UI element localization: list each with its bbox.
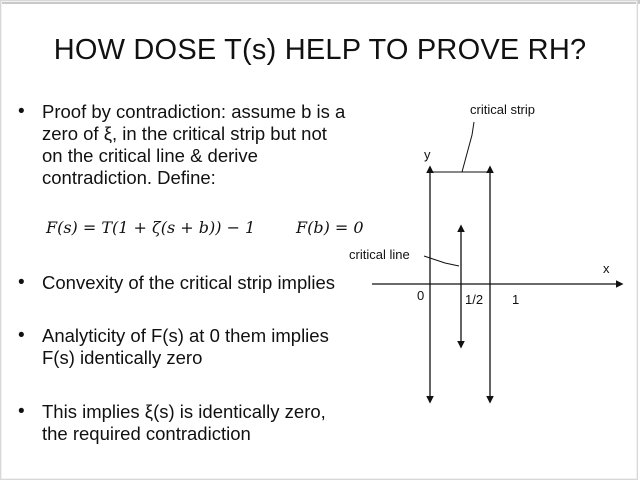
bullet-marker: • xyxy=(18,401,25,422)
bullet-marker: • xyxy=(18,272,25,293)
bullet-4-line-2: the required contradiction xyxy=(42,423,251,444)
formula-definition: F(s) = T(1 + ζ(s + b)) − 1 xyxy=(46,218,256,237)
top-border xyxy=(0,0,640,4)
bullet-1-line-3: on the critical line & derive xyxy=(42,145,258,166)
y-axis-label: y xyxy=(424,147,431,162)
bullet-1-line-1: Proof by contradiction: assume b is a xyxy=(42,101,346,122)
critical-line-leader xyxy=(423,255,460,267)
bullet-marker: • xyxy=(18,325,25,346)
bullet-marker: • xyxy=(18,101,25,122)
one-label: 1 xyxy=(512,292,519,307)
origin-label: 0 xyxy=(417,288,424,303)
critical-strip-label: critical strip xyxy=(470,102,535,117)
slide-title: HOW DOSE T(s) HELP TO PROVE RH? xyxy=(53,34,587,66)
half-label: 1/2 xyxy=(465,292,483,307)
formula-condition: F(b) = 0 xyxy=(296,218,364,237)
bullet-1-line-4: contradiction. Define: xyxy=(42,167,216,188)
bullet-3-line-1: Analyticity of F(s) at 0 them implies xyxy=(42,325,329,346)
x-axis-label: x xyxy=(603,261,610,276)
critical-strip-leader xyxy=(461,121,475,173)
bullet-4-line-1: This implies ξ(s) is identically zero, xyxy=(42,401,326,422)
bullet-2-line-1: Convexity of the critical strip implies xyxy=(42,272,336,293)
bullet-3-line-2: F(s) identically zero xyxy=(42,347,203,368)
bullet-1-line-2: zero of ξ, in the critical strip but not xyxy=(42,123,327,144)
critical-line-label: critical line xyxy=(349,247,410,262)
